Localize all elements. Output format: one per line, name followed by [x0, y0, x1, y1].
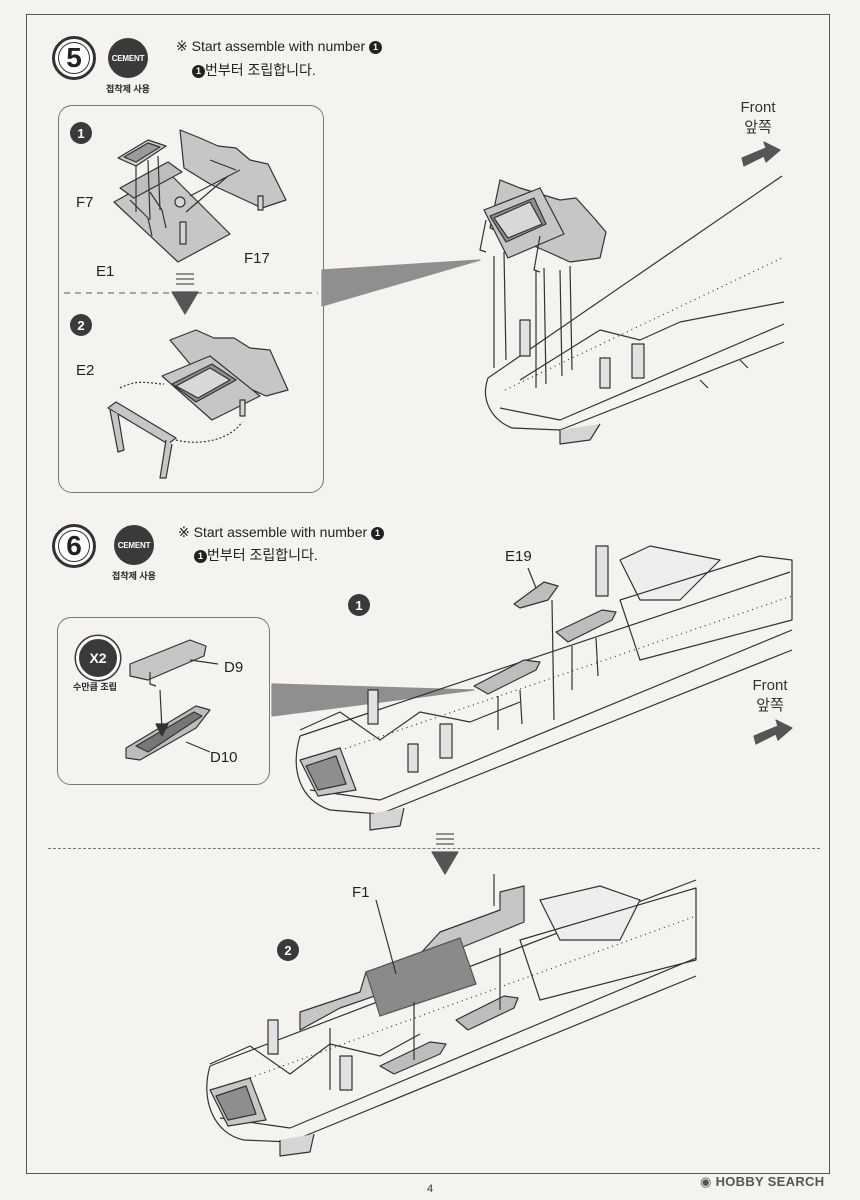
front-arrow-icon [741, 141, 781, 167]
part-label-f17: F17 [244, 250, 270, 267]
davit-e19-part [513, 567, 559, 609]
step-5-note-en: ※ Start assemble with number 1 [176, 38, 383, 55]
lifeboat-hull-d10-part [125, 705, 211, 761]
step-5-arrows-1 [135, 155, 241, 221]
step-6-badge: 6 [52, 524, 96, 568]
step-6-sub-2: 2 [277, 939, 299, 961]
step-6-down-arrow [431, 833, 459, 875]
callout-wedge-5 [321, 259, 481, 307]
step-6-sub-1: 1 [348, 594, 370, 616]
lifeboat-f7-part [117, 139, 167, 167]
step-5-down-arrow [171, 273, 199, 315]
ship-hull-step-6-sub-2 [206, 879, 697, 1157]
part-label-e1: E1 [96, 263, 115, 280]
x2-badge: X2 [76, 636, 120, 680]
cement-caption: 접착제 사용 [112, 571, 156, 581]
hobby-search-logo-icon: ◉ [700, 1174, 716, 1189]
superstructure-f1-part [299, 885, 525, 1031]
step-5-sub-2: 2 [70, 314, 92, 336]
step-5-ship-arrows [493, 251, 573, 388]
part-label-f1: F1 [352, 884, 370, 901]
step-5-sub-1: 1 [70, 122, 92, 144]
cement-icon: CEMENT [108, 38, 148, 78]
front-arrow-icon [753, 719, 793, 745]
cement-icon: CEMENT [114, 525, 154, 565]
step-5-number: 5 [66, 42, 82, 73]
front-label-mid: Front 앞쪽 [752, 677, 788, 714]
x2-caption: 수만큼 조립 [73, 682, 117, 692]
hobby-search-watermark: ◉ HOBBY SEARCH [700, 1174, 825, 1189]
step-5-sub-2-assembly [161, 329, 289, 421]
page-number: 4 [427, 1183, 434, 1195]
part-label-d9: D9 [224, 659, 244, 676]
part-label-f7: F7 [76, 194, 94, 211]
part-label-e19: E19 [505, 548, 532, 565]
number-bullet: 1 [192, 64, 205, 78]
section-divider [48, 848, 820, 849]
number-bullet: 1 [369, 40, 383, 54]
part-label-d10: D10 [210, 749, 238, 766]
cement-caption: 접착제 사용 [106, 84, 150, 94]
number-bullet: 1 [194, 549, 207, 563]
ship-hull-step-6 [295, 545, 793, 831]
step-6-note-en: ※ Start assemble with number 1 [178, 524, 385, 541]
step-6-ship-arrows [497, 599, 599, 730]
number-bullet: 1 [371, 526, 385, 540]
ship-hull-step-5 [479, 175, 785, 445]
part-label-e2: E2 [76, 362, 95, 379]
page-border [26, 14, 830, 1174]
plate-f17-part [179, 129, 287, 211]
lifeboat-cover-d9-part [129, 639, 207, 687]
step-5-badge: 5 [52, 36, 96, 80]
step-6-number: 6 [66, 530, 82, 561]
step-6-sub-2-arrows [329, 874, 501, 1090]
davit-frame-e2-part [107, 401, 177, 479]
front-label-top: Front 앞쪽 [740, 99, 776, 136]
